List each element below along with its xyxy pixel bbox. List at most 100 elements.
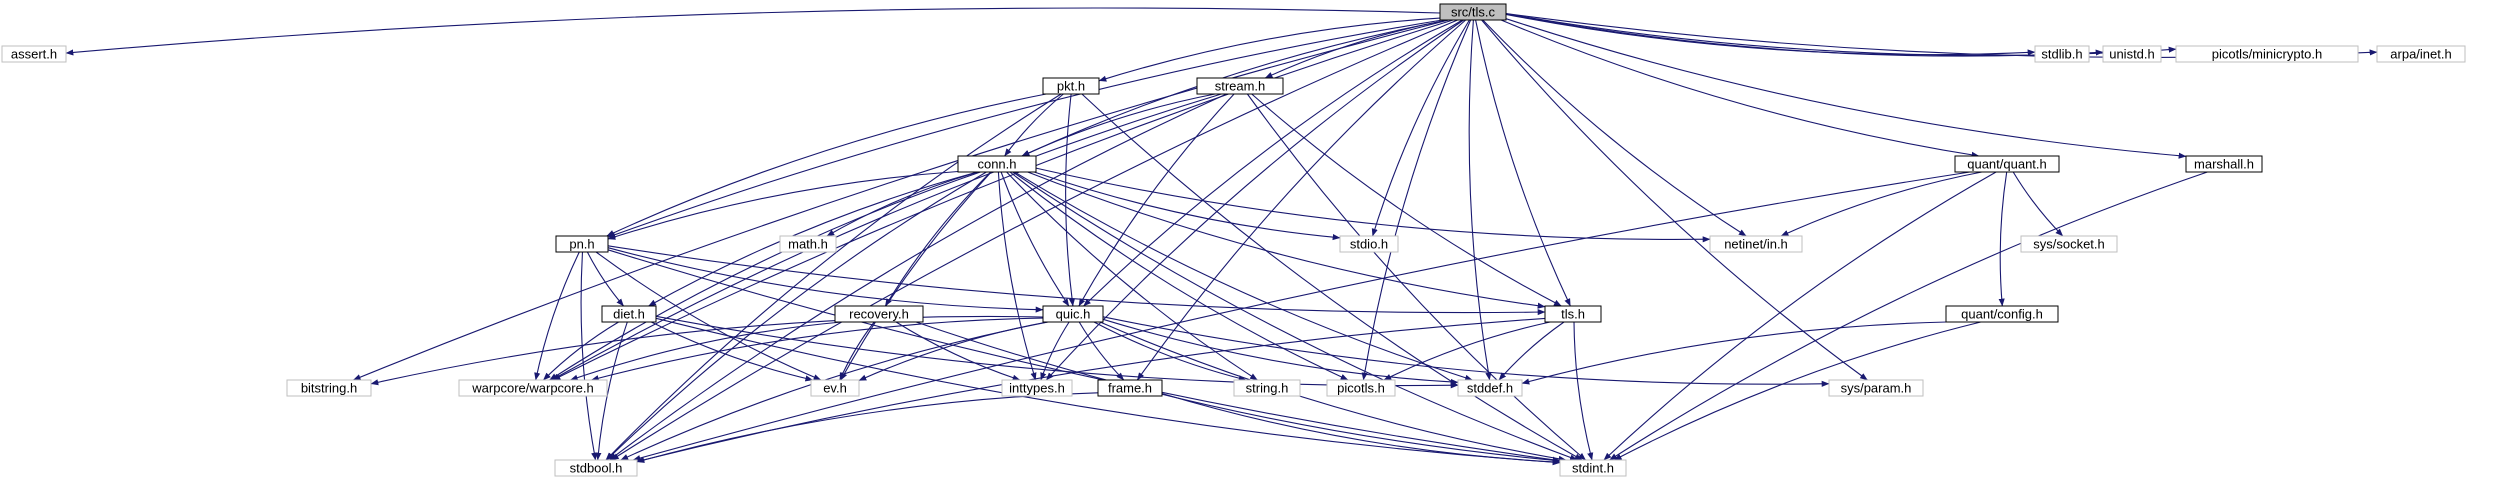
node-stdio: stdio.h bbox=[1339, 235, 1399, 253]
node-quant[interactable]: quant/quant.h bbox=[1954, 155, 2060, 173]
node-label-pn: pn.h bbox=[569, 237, 594, 252]
edge-pn-to-warpcore bbox=[534, 251, 580, 381]
edge-quic-to-stdint bbox=[1099, 321, 1567, 462]
node-box-param bbox=[1828, 379, 1924, 397]
edge-frame-to-stdbool bbox=[636, 392, 1099, 463]
edge-pkt-to-pn bbox=[606, 93, 1047, 237]
edge-pn-to-tls_h bbox=[607, 245, 1546, 316]
node-stdbool: stdbool.h bbox=[554, 459, 638, 477]
edge-quic-to-ev bbox=[858, 321, 1048, 382]
node-label-inttypes: inttypes.h bbox=[1009, 381, 1065, 396]
edge-stream-to-tls_h bbox=[1251, 93, 1562, 307]
node-label-stddef: stddef.h bbox=[1467, 381, 1513, 396]
edge-recovery-to-stdint bbox=[915, 321, 1561, 464]
edge-tls_h-to-stdint bbox=[1573, 321, 1594, 461]
node-box-stream[interactable] bbox=[1196, 77, 1284, 95]
node-label-stream: stream.h bbox=[1215, 79, 1266, 94]
node-label-socket: sys/socket.h bbox=[2033, 237, 2105, 252]
node-label-minicrypto: picotls/minicrypto.h bbox=[2212, 47, 2323, 62]
edge-conn-to-string bbox=[1006, 171, 1258, 381]
edge-conn-to-picotls bbox=[1009, 171, 1349, 381]
node-tls_c: src/tls.c bbox=[1439, 3, 1507, 21]
node-marshall[interactable]: marshall.h bbox=[2185, 155, 2263, 173]
node-box-diet[interactable] bbox=[601, 305, 657, 323]
node-frame[interactable]: frame.h bbox=[1097, 379, 1163, 397]
node-box-math bbox=[779, 235, 837, 253]
node-stdint: stdint.h bbox=[1559, 459, 1627, 477]
edge-quic-to-warpcore bbox=[591, 317, 1044, 382]
node-label-quic: quic.h bbox=[1056, 307, 1091, 322]
node-label-quant: quant/quant.h bbox=[1967, 157, 2047, 172]
node-quic[interactable]: quic.h bbox=[1042, 305, 1104, 323]
node-box-inttypes bbox=[1001, 379, 1073, 397]
node-recovery[interactable]: recovery.h bbox=[834, 305, 924, 323]
edge-stream-to-stdbool bbox=[609, 93, 1227, 461]
node-label-param: sys/param.h bbox=[1841, 381, 1912, 396]
node-box-frame[interactable] bbox=[1097, 379, 1163, 397]
node-box-picotls bbox=[1326, 379, 1396, 397]
node-pn[interactable]: pn.h bbox=[555, 235, 609, 253]
edge-quant-to-stdint bbox=[1603, 171, 1997, 461]
edge-quic-to-stddef bbox=[1102, 318, 1459, 385]
node-box-config[interactable] bbox=[1945, 305, 2059, 323]
edge-tls_c-to-picotls bbox=[1361, 19, 1472, 381]
node-tls_h[interactable]: tls.h bbox=[1544, 305, 1602, 323]
node-label-tls_h: tls.h bbox=[1561, 307, 1585, 322]
edge-tls_c-to-pn bbox=[607, 19, 1443, 238]
edge-diet-to-warpcore bbox=[543, 321, 619, 381]
edge-quant-to-netinet bbox=[1780, 171, 1983, 237]
edge-tls_c-to-stddef bbox=[1468, 19, 1492, 381]
edge-conn-to-quic bbox=[1000, 171, 1070, 307]
edge-marshall-to-stdint bbox=[1609, 171, 2208, 461]
node-config[interactable]: quant/config.h bbox=[1945, 305, 2059, 323]
node-box-quant[interactable] bbox=[1954, 155, 2060, 173]
node-minicrypto: picotls/minicrypto.h bbox=[2175, 45, 2359, 63]
node-box-conn[interactable] bbox=[957, 155, 1037, 173]
node-box-tls_h[interactable] bbox=[1544, 305, 1602, 323]
node-label-unistd: unistd.h bbox=[2109, 47, 2155, 62]
edge-conn-to-netinet bbox=[1035, 167, 1711, 243]
node-conn[interactable]: conn.h bbox=[957, 155, 1037, 173]
edge-conn-to-stddef bbox=[1014, 171, 1473, 381]
node-box-quic[interactable] bbox=[1042, 305, 1104, 323]
node-box-ev bbox=[810, 379, 860, 397]
node-box-pn[interactable] bbox=[555, 235, 609, 253]
node-label-conn: conn.h bbox=[977, 157, 1016, 172]
edge-tls_c-to-quic bbox=[1083, 19, 1463, 307]
edge-conn-to-stdint bbox=[1012, 171, 1578, 461]
node-label-stdbool: stdbool.h bbox=[570, 461, 623, 476]
node-box-assert bbox=[1, 45, 67, 63]
node-box-pkt[interactable] bbox=[1042, 77, 1100, 95]
edge-conn-to-math bbox=[826, 171, 979, 237]
node-ev: ev.h bbox=[810, 379, 860, 397]
edge-tls_c-to-bitstring bbox=[352, 19, 1449, 381]
node-box-recovery[interactable] bbox=[834, 305, 924, 323]
edge-tls_c-to-pkt bbox=[1098, 17, 1441, 82]
node-box-socket bbox=[2020, 235, 2118, 253]
edge-tls_c-to-marshall bbox=[1505, 18, 2187, 159]
node-pkt[interactable]: pkt.h bbox=[1042, 77, 1100, 95]
node-stream[interactable]: stream.h bbox=[1196, 77, 1284, 95]
edge-tls_c-to-netinet bbox=[1482, 19, 1747, 237]
edge-stream-to-quic bbox=[1078, 93, 1235, 307]
node-label-inet: arpa/inet.h bbox=[2390, 47, 2451, 62]
node-label-pkt: pkt.h bbox=[1057, 79, 1085, 94]
node-box-tls_c bbox=[1439, 3, 1507, 21]
node-label-config: quant/config.h bbox=[1961, 307, 2043, 322]
node-box-unistd bbox=[2102, 45, 2162, 63]
edge-quic-to-inttypes bbox=[1040, 321, 1070, 381]
node-socket: sys/socket.h bbox=[2020, 235, 2118, 253]
node-netinet: netinet/in.h bbox=[1709, 235, 1803, 253]
edge-conn-to-tls_h bbox=[1027, 171, 1546, 309]
node-label-tls_c: src/tls.c bbox=[1451, 5, 1496, 20]
edge-conn-to-ev bbox=[840, 171, 992, 381]
node-box-marshall[interactable] bbox=[2185, 155, 2263, 173]
node-inttypes: inttypes.h bbox=[1001, 379, 1073, 397]
node-diet[interactable]: diet.h bbox=[601, 305, 657, 323]
node-box-netinet bbox=[1709, 235, 1803, 253]
node-label-warpcore: warpcore/warpcore.h bbox=[471, 381, 593, 396]
node-label-ev: ev.h bbox=[823, 381, 847, 396]
edge-conn-to-recovery bbox=[884, 171, 992, 307]
